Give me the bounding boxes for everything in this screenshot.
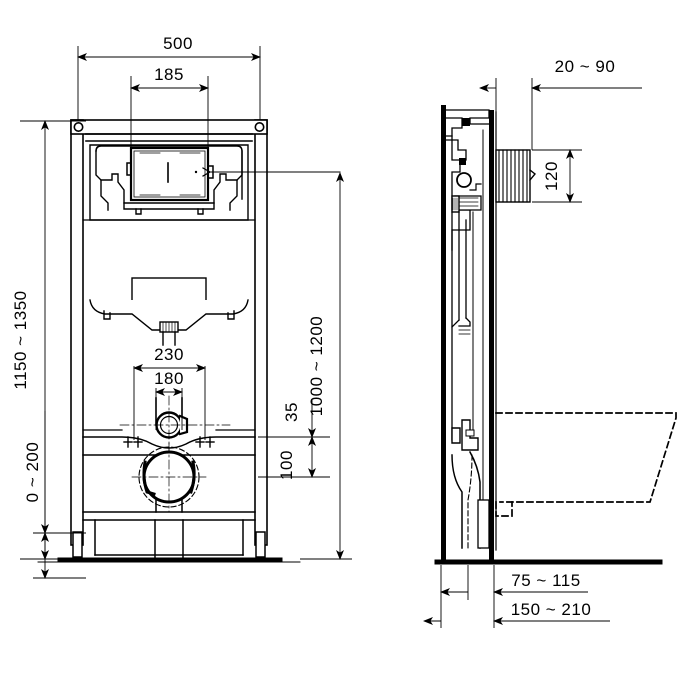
dim-text-0-200: 0 ~ 200 <box>23 442 42 503</box>
access-sleeve-bellows <box>495 149 536 203</box>
dim-text-150-210: 150 ~ 210 <box>511 600 592 619</box>
wc-bowl-outline-dashed <box>495 412 677 517</box>
dim-text-1150-1350: 1150 ~ 1350 <box>11 290 30 389</box>
frame-top-rail <box>70 119 268 142</box>
side-view-dimensions <box>423 78 642 628</box>
side-section-view <box>434 105 677 565</box>
front-elevation-view <box>37 119 341 563</box>
wall-panel-rear <box>441 105 446 560</box>
frame-lower-rails <box>82 511 256 559</box>
dim-text-120: 120 <box>542 161 561 191</box>
dim-text-20-90: 20 ~ 90 <box>555 57 616 76</box>
rail-screw-marks <box>123 436 215 448</box>
dim-text-35: 35 <box>282 402 301 422</box>
side-pan-connector <box>451 419 490 549</box>
dim-text-100: 100 <box>277 450 296 480</box>
dim-text-75-115: 75 ~ 115 <box>511 571 580 590</box>
side-top-assembly <box>445 109 490 161</box>
side-inner-shaft <box>451 129 484 541</box>
flush-pipe-funnel <box>89 277 249 346</box>
flush-plate-aperture <box>126 146 214 202</box>
frame-front-face <box>489 110 494 562</box>
dim-text-230: 230 <box>154 345 184 364</box>
waste-pipe-circle <box>131 442 207 513</box>
front-view-dimensions <box>20 46 352 579</box>
dim-text-1000-1200: 1000 ~ 1200 <box>307 316 326 417</box>
dim-text-500: 500 <box>163 34 193 53</box>
adjustable-feet <box>72 531 266 558</box>
dim-text-185: 185 <box>154 65 184 84</box>
dim-text-180: 180 <box>154 369 184 388</box>
